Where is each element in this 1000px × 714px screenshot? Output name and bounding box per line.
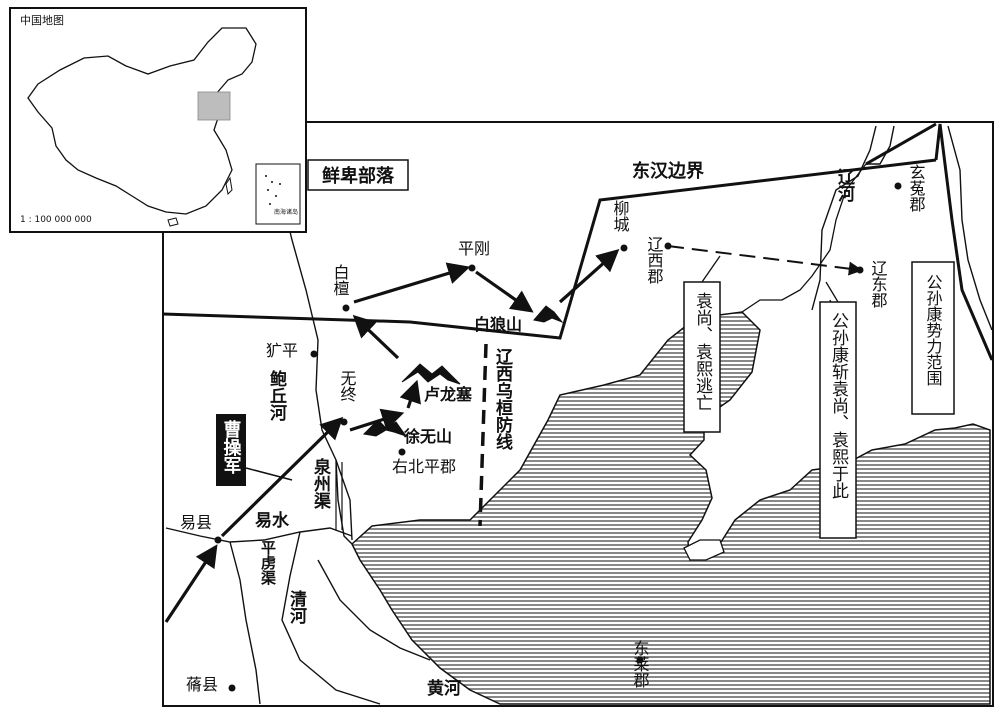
caocao-army-label: 曹操军 [221,420,242,474]
huang-he-label: 黄河 [427,678,461,699]
wuhuan-defence-label: 辽西乌桓防线 [492,348,513,451]
liaodong-jun-label: 辽东郡 [869,260,888,308]
south-sea-inset [255,163,301,225]
liaodong-coast [741,163,867,313]
lulongsai-label: 卢龙塞 [424,385,473,404]
xuantu-jun-label: 玄菟郡 [907,164,926,212]
qing-he-label: 清河 [286,589,307,625]
lushun-tip [683,539,725,561]
pinggang-label: 平刚 [458,239,490,258]
gongsun-range-box [911,261,955,415]
pinglu-qu-label: 平虏渠 [259,540,277,586]
guangping-label: 犷平 [266,341,298,360]
han-border-north [865,122,937,166]
caocao-route [164,249,620,623]
campaign-region-highlight [197,91,231,121]
hainan-island [167,217,179,227]
yuan-flee-label: 袁尚、袁熙逃亡 [692,292,713,411]
youbeiping-label: 右北平郡 [392,457,456,476]
yuan-flee-route [667,245,863,276]
han-border-east [934,123,994,361]
mountain-icon-lulong [401,363,461,385]
inset-title: 中国地图 [20,14,64,27]
quanzhouqu-label: 泉州渠 [310,457,332,510]
liao-he-label: 辽河 [834,168,855,203]
south-sea-islands [265,175,281,205]
gongsun-range-label: 公孙康势力范围 [924,274,943,386]
gongsun-kill-label: 公孙康斩袁尚、袁熙于此 [828,312,849,499]
taiwan-island [225,176,233,196]
caocao-army-box [216,414,246,486]
inset-scale: 1 : 100 000 000 [20,215,92,225]
liucheng-label: 柳城 [611,200,630,233]
xianbei-label: 鲜卑部落 [322,165,395,187]
liaoxi-jun-label: 辽西郡 [645,236,664,284]
yixian-label: 易县 [180,513,212,532]
yishui-label: 易水 [255,510,290,531]
bailangshan-label: 白狼山 [474,315,522,334]
wuzhong-label: 无终 [338,370,357,402]
inset-map: 中国地图 南海诸岛 1 : 100 000 000 [9,7,307,233]
mountain-icons [362,305,564,437]
wuhuan-defence-line [478,343,488,527]
mountain-icon-xuwu [362,419,408,437]
china-outline [27,27,257,215]
yuan-flee-box [683,281,721,433]
han-border [162,158,937,340]
south-sea-label: 南海诸岛 [274,208,298,216]
gongsun-kill-box [819,301,857,539]
baitan-label: 白檀 [331,264,350,296]
city-dots [214,182,902,692]
main-map: 鲜卑部落 东汉边界 公孙康势力范围 袁尚、袁熙逃亡 公孙康斩袁尚、袁熙于此 曹操… [162,121,994,707]
mountain-icon-bailang [533,305,564,324]
border-label: 东汉边界 [632,160,704,182]
quanzhou-canal [335,462,343,530]
donglai-label: 东莱郡 [631,640,650,688]
xuwushan-label: 徐无山 [403,427,452,446]
luoxian-label: 蓨县 [186,675,218,694]
baoqiu-he-label: 鲍丘河 [266,369,287,422]
xianbei-box [307,159,409,191]
